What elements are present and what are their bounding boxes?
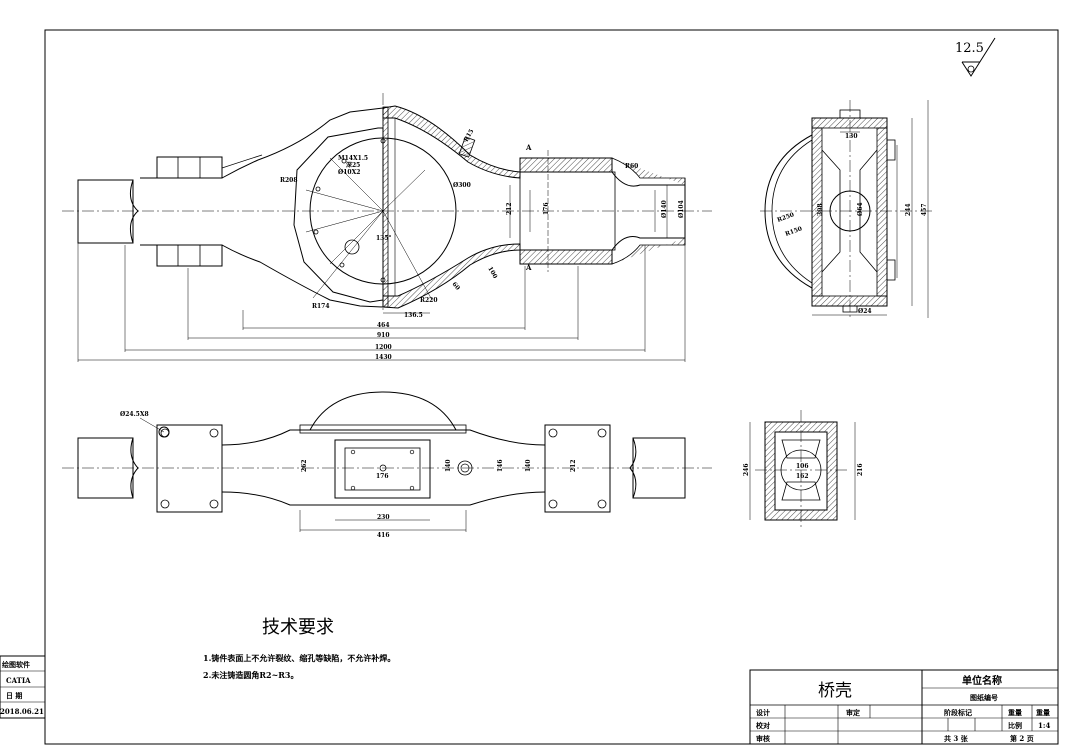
top-dim-146: 146 xyxy=(497,459,504,472)
weight-label-2: 重量 xyxy=(1036,708,1050,717)
top-dim-230: 230 xyxy=(377,514,390,521)
total-sheets: 共 3 张 xyxy=(944,734,969,743)
side-info-box: 绘图软件 CATIA 日 期 2018.06.21 xyxy=(0,655,46,719)
reviewer-label: 审核 xyxy=(756,734,770,743)
dim-176: 176 xyxy=(543,202,550,215)
section-a-top: A xyxy=(525,143,532,152)
top-dim-212: 212 xyxy=(570,459,577,472)
part-name: 桥壳 xyxy=(818,681,852,701)
side-dim-r150: R150 xyxy=(784,225,803,238)
top-dim-262: 262 xyxy=(301,459,308,472)
requirements: 技术要求 1.铸件表面上不允许裂纹、缩孔等缺陷，不允许补焊。 2.未注铸造圆角R… xyxy=(203,617,395,680)
dim-angle: 135° xyxy=(376,235,392,242)
dim-r208: R208 xyxy=(280,177,298,184)
roughness-value: 12.5 xyxy=(955,41,984,56)
side-dim-130: 130 xyxy=(845,133,858,140)
top-dim-140: 140 xyxy=(445,459,452,472)
dim-100: 100 xyxy=(486,266,498,280)
dim-60: 60 xyxy=(450,281,461,292)
side-dim-64: Ø64 xyxy=(857,202,864,216)
weight-label: 重量 xyxy=(1008,708,1022,717)
dim-m14: M14X1.5 xyxy=(338,155,368,162)
stage-label: 阶段标记 xyxy=(944,708,972,717)
dim-deep: 深25 xyxy=(346,161,360,169)
dim-d140: Ø140 xyxy=(661,200,668,218)
dim-212: 212 xyxy=(506,202,513,215)
requirement-1: 1.铸件表面上不允许裂纹、缩孔等缺陷，不允许补焊。 xyxy=(203,653,395,663)
company-name: 单位名称 xyxy=(962,674,1002,687)
side-dim-308: 308 xyxy=(817,203,824,216)
drawing-number: 图纸编号 xyxy=(970,693,998,702)
dim-136: 136.5 xyxy=(404,312,423,319)
requirements-title: 技术要求 xyxy=(262,617,334,638)
dim-r220: R220 xyxy=(420,297,438,304)
roughness-symbol: 12.5 xyxy=(955,37,996,77)
dim-holes: Ø10X2 xyxy=(338,169,360,176)
drawing-frame xyxy=(44,29,1059,745)
dim-1200: 1200 xyxy=(375,344,392,351)
side-box-date-label: 日 期 xyxy=(6,691,22,700)
designer-label: 设计 xyxy=(756,708,770,717)
sec-dim-162: 162 xyxy=(796,473,809,480)
top-dim-176: 176 xyxy=(376,473,389,480)
side-dim-244: 244 xyxy=(905,203,912,216)
section-a-bottom: A xyxy=(525,263,532,272)
side-dim-r250: R250 xyxy=(776,211,795,224)
front-view: A A M14X1.5 深25 Ø10X2 R208 Ø300 R174 135… xyxy=(62,93,712,362)
requirement-2: 2.未注铸造圆角R2~R3。 xyxy=(203,670,298,680)
checker-label: 校对 xyxy=(756,721,770,730)
dim-d104: Ø104 xyxy=(678,200,685,218)
top-dim-24: Ø24.5X8 xyxy=(120,411,149,418)
sec-dim-106: 106 xyxy=(796,463,809,470)
dim-d300: Ø300 xyxy=(453,182,471,189)
top-dim-416: 416 xyxy=(377,532,390,539)
scale-label: 比例 xyxy=(1008,721,1022,730)
section-view: 246 106 162 216 xyxy=(743,410,864,530)
sheet-number: 第 2 页 xyxy=(1010,734,1034,743)
title-block: 桥壳 单位名称 图纸编号 设计 校对 审核 审定 阶段标记 重量 重量 比例 1… xyxy=(749,669,1059,745)
side-box-catia: CATIA xyxy=(6,676,31,685)
side-box-date: 2018.06.21 xyxy=(0,707,44,716)
scale-value: 1:4 xyxy=(1038,721,1050,730)
dim-464: 464 xyxy=(377,322,390,329)
side-view: 130 R250 R150 308 Ø64 244 457 Ø24 xyxy=(760,100,935,320)
top-view: Ø24.5X8 262 176 140 146 140 212 230 416 xyxy=(62,391,712,539)
sec-dim-216: 216 xyxy=(857,463,864,476)
top-dim-140b: 140 xyxy=(525,459,532,472)
dim-910: 910 xyxy=(377,332,390,339)
side-dim-457: 457 xyxy=(921,203,928,216)
dim-1430: 1430 xyxy=(375,354,392,361)
side-dim-24: Ø24 xyxy=(858,308,872,315)
side-box-software: 绘图软件 xyxy=(2,660,30,669)
dim-r60: R60 xyxy=(625,163,638,170)
sec-dim-246: 246 xyxy=(743,463,750,476)
dim-r174: R174 xyxy=(312,303,330,310)
approver-label: 审定 xyxy=(846,708,860,717)
